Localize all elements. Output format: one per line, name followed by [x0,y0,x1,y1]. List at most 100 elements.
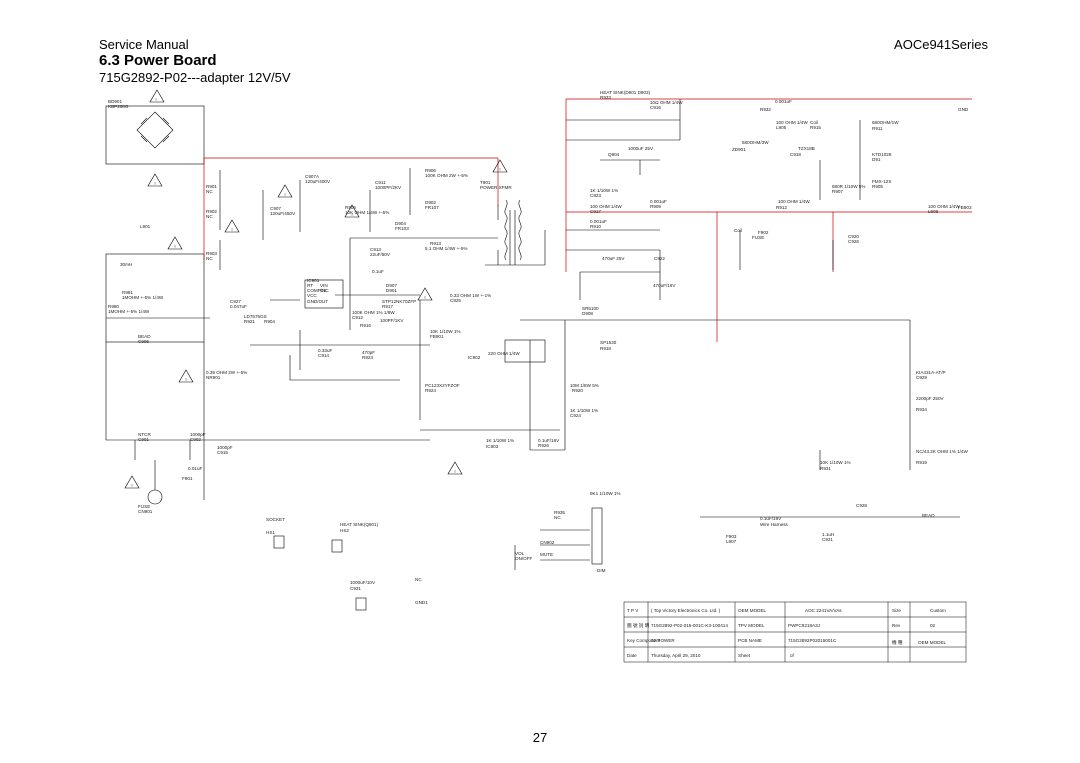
component-label: FMX-12S [872,179,891,184]
component-label: R932 [760,107,771,112]
component-label: HEAT SINK(D901 D903) [600,90,651,95]
component-label: R934 [916,407,927,412]
component-label: CS [320,288,326,293]
component-label: NC [206,256,213,261]
component-label: 1000pF [190,432,206,437]
component-label: 0.1uF [372,269,384,274]
component-label: 0.1uF/16V [538,438,560,443]
component-label: 22uF/50V [370,252,391,257]
component-label: C924 [570,413,581,418]
component-label: R902 [206,209,217,214]
tb-tpv-model-label: TPV MODEL [738,623,765,628]
svg-text:!: ! [454,469,455,474]
component-label: C918 [790,152,801,157]
supply-rails [203,98,972,342]
component-label: KBP208G [108,104,129,109]
component-label: 5.1 OHM 1/4W +-5% [425,246,468,251]
warning-icon: ! [149,89,165,103]
component-label: VOL [515,551,525,556]
component-label: R981 [122,290,133,295]
component-label: R918 [600,346,611,351]
component-label: HEAT SINK(Q901) [340,522,379,527]
heat-sinks [273,535,367,611]
component-label: 100PF/1KV [380,318,404,323]
component-label: D902 [425,200,436,205]
component-label: GND1 [415,600,428,605]
component-label: IC902 [468,355,481,360]
component-label: L901 [140,224,151,229]
component-label: BEAD [922,513,935,518]
tb-sheet-label: Sheet [738,653,751,658]
component-label: R906 [425,168,436,173]
component-label: R904 [264,319,275,324]
warning-icon: ! [178,369,194,383]
component-label: C920 [848,234,859,239]
component-label: C915 [217,450,228,455]
tb-tpv-model: PWPC9218A3J [788,623,820,628]
component-label: R924 [425,388,436,393]
optocoupler [504,339,546,363]
component-label: C907 [270,206,281,211]
title-block: T P V ( Top Victory Electronics Co. Ltd.… [623,601,967,663]
component-label: CN901 [138,509,153,514]
component-label: D91 [872,157,881,162]
tb-pcb-name-label: PCB NAME [738,638,762,643]
svg-text:!: ! [154,181,155,186]
component-label: C914 [318,353,329,358]
secondary-wiring [514,99,960,570]
component-label: L905 [776,125,787,130]
component-label: R913 [430,241,441,246]
component-label: Q904 [608,152,620,157]
warning-icon: ! [147,173,163,187]
component-label: D908 [582,311,593,316]
component-label: LD7576GS [244,314,267,319]
component-label: PC123X2YFZOF [425,383,460,388]
component-label: C929 [916,375,927,380]
component-label: C931 [350,586,361,591]
component-label: 0.001uF [650,199,667,204]
tb-rev: 02 [930,623,936,628]
component-label: FB901 [430,334,444,339]
component-label: FUSE [138,504,150,509]
component-label: NR901 [206,375,221,380]
component-label: C902 [190,437,201,442]
component-label: 470uF/16V [653,283,676,288]
component-label: Coil [734,228,742,233]
component-label: VIN [320,283,328,288]
component-label: F902 [758,230,769,235]
component-label: D907 [386,283,397,288]
component-label: 0.39 OHM 2W +-5% [206,370,247,375]
component-label: KIA431A-AT/P [916,370,946,375]
component-label: F903 [726,534,737,539]
component-label: F901 [182,476,193,481]
component-label: 470pF [362,350,375,355]
component-label: 1K 1/10W 1% [486,438,514,443]
tb-pcb-name: 715G2892P02015001C [788,638,837,643]
tb-company-label: T P V [627,608,639,613]
component-label: C926 [848,239,859,244]
component-label: C917 [590,209,601,214]
component-label: 30mH [120,262,132,267]
component-label: C901 [138,437,149,442]
svg-text:!: ! [231,227,232,232]
bridge-rectifier [136,111,174,149]
tb-date: Thursday, April 29, 2010 [651,653,701,658]
filter-block-frame [105,253,205,343]
component-label: FB903 [958,205,972,210]
warning-icon: ! [344,204,360,218]
component-label: MUTE [540,552,553,557]
component-label: 1MOHM +-5% 1/4W [108,309,150,314]
component-label: L906 [928,209,939,214]
component-label: R905 [872,184,883,189]
component-label: CN902 [540,540,555,545]
component-label: 0.047uF [230,304,247,309]
component-label: 0.33uF [318,348,332,353]
component-label: C916 [650,105,661,110]
tb-oem-model: AOC 2241VA/VAs [805,608,842,613]
component-label: NTCR [138,432,151,437]
component-label: 100K OHM 1% 1/8W [352,310,395,315]
component-label: Coil [810,120,818,125]
component-label: 10K 1/10W 1% [820,460,851,465]
